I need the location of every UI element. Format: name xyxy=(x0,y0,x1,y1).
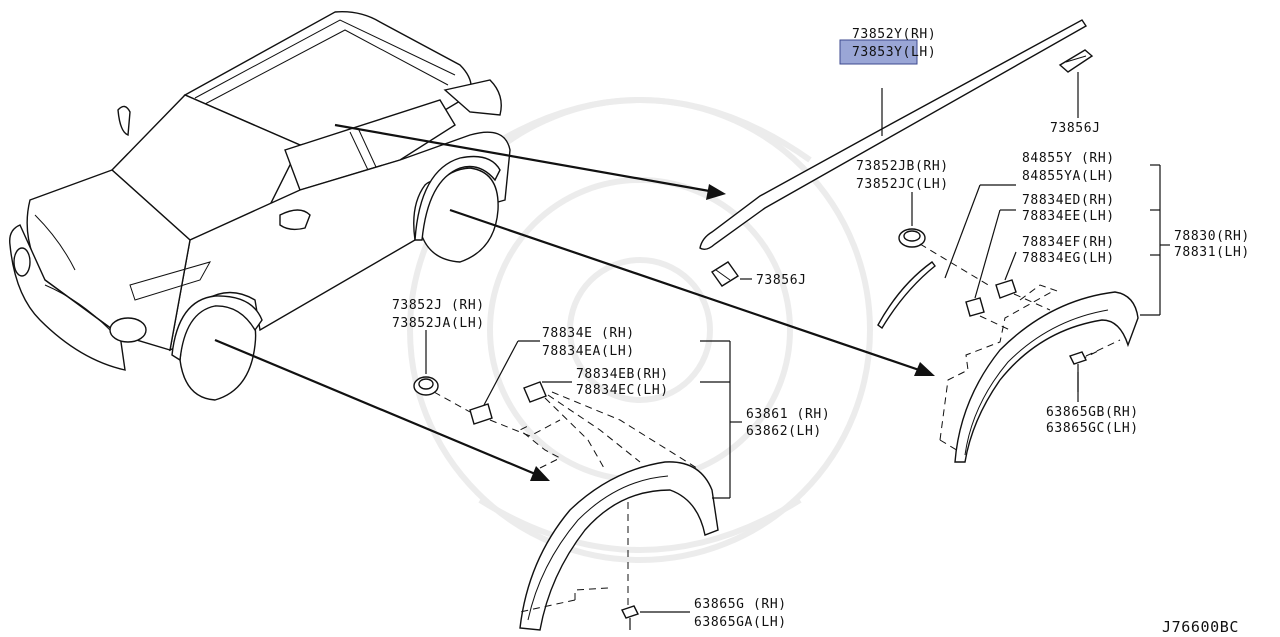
label-73856j-top: 73856J xyxy=(1050,121,1101,136)
grommet-73852j xyxy=(413,330,471,413)
roof-molding xyxy=(699,19,1087,251)
clip-78834ef xyxy=(995,251,1051,311)
label-73853y: 73853Y(LH) xyxy=(852,45,936,60)
label-78834ea: 78834EA(LH) xyxy=(542,344,635,359)
clip-73856j-mid xyxy=(710,261,752,287)
front-fender-flare xyxy=(519,424,719,631)
label-78834ef: 78834EF(RH) xyxy=(1022,235,1115,250)
label-78834e: 78834E (RH) xyxy=(542,326,635,341)
clip-78834ed xyxy=(965,209,1016,331)
label-63862: 63862(LH) xyxy=(746,424,822,439)
label-63865gb: 63865GB(RH) xyxy=(1046,405,1139,420)
label-63865ga: 63865GA(LH) xyxy=(694,615,787,630)
highlight-73853y xyxy=(839,39,918,65)
diagram-code: J76600BC xyxy=(1162,618,1239,636)
label-78834ec: 78834EC(LH) xyxy=(576,383,669,398)
callout-arrows xyxy=(214,123,935,481)
part-labels: 73852Y(RH) 73853Y(LH) 73856J 73856J 7385… xyxy=(392,27,1250,636)
label-63861: 63861 (RH) xyxy=(746,407,830,422)
clip-78834eb xyxy=(523,381,701,471)
label-84855y: 84855Y (RH) xyxy=(1022,151,1115,166)
clip-73856j-top xyxy=(1058,49,1094,118)
label-63865gc: 63865GC(LH) xyxy=(1046,421,1139,436)
label-73852y: 73852Y(RH) xyxy=(852,27,936,42)
label-84855ya: 84855YA(LH) xyxy=(1022,169,1115,184)
label-78831: 78831(LH) xyxy=(1174,245,1250,260)
seal-strip xyxy=(877,261,936,330)
rear-fender-flare xyxy=(939,284,1139,463)
bracket-78830 xyxy=(1140,164,1170,316)
label-73852jb: 73852JB(RH) xyxy=(856,159,949,174)
label-78834eg: 78834EG(LH) xyxy=(1022,251,1115,266)
label-78830: 78830(RH) xyxy=(1174,229,1250,244)
label-78834ed: 78834ED(RH) xyxy=(1022,193,1115,208)
label-78834ee: 78834EE(LH) xyxy=(1022,209,1115,224)
label-73852jc: 73852JC(LH) xyxy=(856,177,949,192)
screw-63865gb xyxy=(1069,339,1121,402)
label-78834eb: 78834EB(RH) xyxy=(576,367,669,382)
label-73852ja: 73852JA(LH) xyxy=(392,316,485,331)
label-63865g: 63865G (RH) xyxy=(694,597,787,612)
screw-63865g xyxy=(621,500,690,630)
label-73856j-mid: 73856J xyxy=(756,273,807,288)
grommet-73852jb xyxy=(898,192,991,287)
label-73852j: 73852J (RH) xyxy=(392,298,485,313)
clip-78834e xyxy=(469,340,561,437)
bracket-63861 xyxy=(700,340,742,499)
leader-84855y xyxy=(944,184,981,279)
vehicle-outline xyxy=(9,11,511,401)
